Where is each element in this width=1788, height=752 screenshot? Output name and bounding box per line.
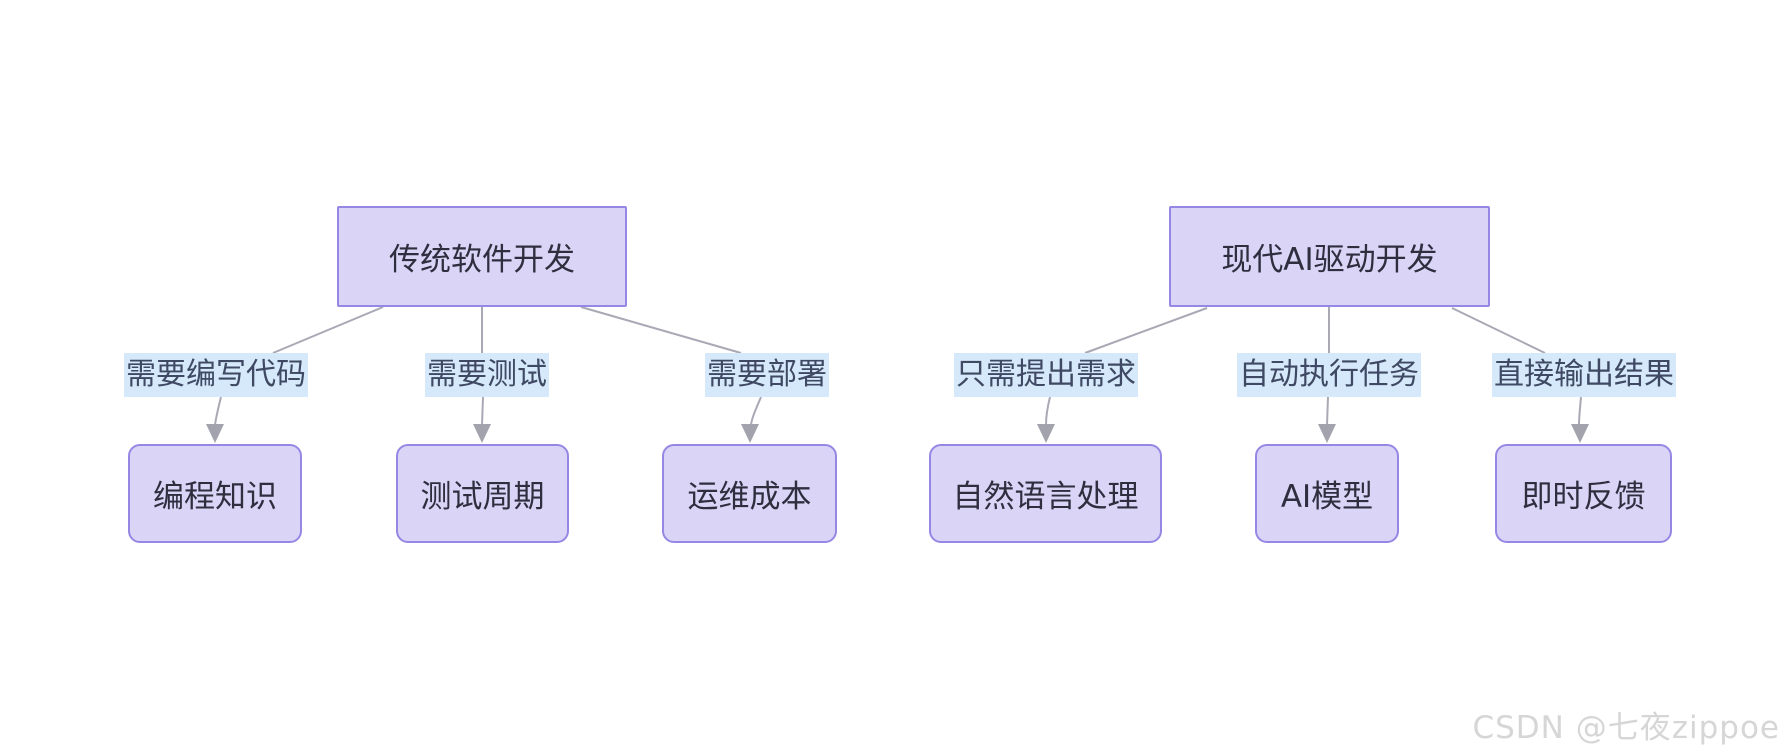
node-ops-cost: 运维成本 xyxy=(662,444,837,543)
node-test-cycle: 测试周期 xyxy=(396,444,569,543)
arrowhead-feedback xyxy=(1571,424,1589,443)
edge-trad-to-label-deploy xyxy=(580,306,742,354)
edge-trad-to-label-code xyxy=(272,306,384,354)
edge-label-test-to-node xyxy=(481,396,484,426)
edge-label-need-deploy: 需要部署 xyxy=(705,353,829,397)
node-modern-ai-dev: 现代AI驱动开发 xyxy=(1169,206,1490,307)
csdn-watermark: CSDN @七夜zippoe xyxy=(1472,710,1780,746)
arrowhead-testcycle xyxy=(473,424,491,443)
edge-label-auto-to-node xyxy=(1326,396,1329,426)
node-nlp: 自然语言处理 xyxy=(929,444,1162,543)
edge-label-request-to-node xyxy=(1045,396,1051,426)
edge-ai-to-label-request xyxy=(1084,307,1208,354)
edge-ai-to-label-output xyxy=(1451,307,1546,354)
arrowhead-nlp xyxy=(1037,424,1055,443)
arrowhead-aimodel xyxy=(1318,424,1336,443)
edge-label-auto-execute: 自动执行任务 xyxy=(1237,353,1421,397)
node-instant-feedback: 即时反馈 xyxy=(1495,444,1672,543)
edge-label-just-request: 只需提出需求 xyxy=(954,353,1138,397)
edge-label-output-to-node xyxy=(1578,396,1582,426)
node-traditional-dev: 传统软件开发 xyxy=(337,206,627,307)
edge-label-direct-output: 直接输出结果 xyxy=(1492,353,1676,397)
edge-label-need-test: 需要测试 xyxy=(425,353,549,397)
edge-label-code-to-node xyxy=(214,396,222,426)
arrowhead-programming xyxy=(206,424,224,443)
edge-label-deploy-to-node xyxy=(750,396,762,426)
edge-label-write-code: 需要编写代码 xyxy=(124,353,308,397)
node-programming-knowledge: 编程知识 xyxy=(128,444,302,543)
arrowhead-opscost xyxy=(741,424,759,443)
node-ai-model: AI模型 xyxy=(1255,444,1399,543)
